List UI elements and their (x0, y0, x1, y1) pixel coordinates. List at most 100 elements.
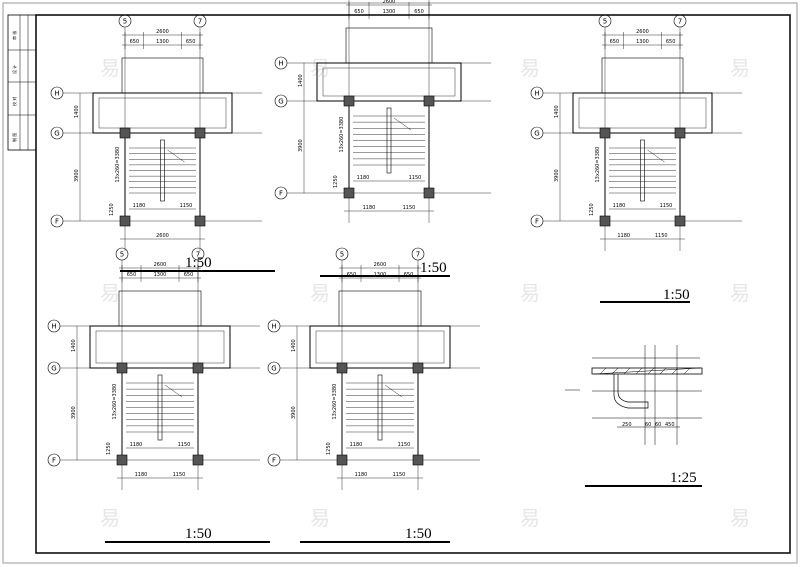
dimension-text: 1150 (393, 472, 406, 478)
dimension-text: 650 (347, 272, 357, 278)
dimension-text: 1250 (589, 203, 595, 216)
axis-bubble (47, 361, 61, 375)
dimension-text: 1180 (350, 442, 363, 448)
axis-label: 7 (196, 251, 200, 259)
dimension-text: 650 (404, 272, 414, 278)
title-block: 审 核 设 计 校 对 制 图 (7, 14, 37, 151)
dimension-text: 1180 (613, 203, 626, 209)
watermark-glyph: 易 (730, 506, 750, 530)
dimension-text: 1150 (178, 442, 191, 448)
dimension-text: 1250 (109, 203, 115, 216)
dimension-text: 1150 (403, 205, 416, 211)
axis-label: G (51, 365, 56, 373)
column-hatch (423, 95, 435, 107)
axis-bubble (530, 214, 544, 228)
column-hatch (116, 454, 128, 466)
stair-plan-2: 57HGF2600650130065013x260=33801180115014… (274, 0, 491, 277)
vestibule-wall (601, 57, 684, 94)
dimension-text: 1150 (655, 233, 668, 239)
handrail (377, 374, 383, 441)
dimension-text: 1150 (409, 175, 422, 181)
watermark-glyph: 易 (520, 281, 540, 305)
break-line (167, 149, 185, 163)
axis-label: 5 (123, 18, 127, 26)
dimension-text: 1180 (363, 205, 376, 211)
scale-label: 1:50 (405, 526, 432, 542)
watermark-glyph: 易 (310, 56, 330, 80)
axis-bubble (274, 94, 288, 108)
dimension-text: 3900 (298, 139, 304, 152)
axis-bubble (191, 247, 205, 261)
axis-bubble (335, 247, 349, 261)
column-hatch (343, 187, 355, 199)
landing-wall (572, 92, 713, 134)
dimension-text: 1250 (106, 442, 112, 455)
column-hatch (599, 215, 611, 227)
stair-note: 13x260=3380 (339, 117, 345, 153)
vestibule-wall (118, 290, 202, 327)
slab-section (591, 367, 703, 375)
axis-bubble (673, 14, 687, 28)
landing-wall (89, 325, 231, 369)
column-hatch (423, 187, 435, 199)
handrail (160, 139, 165, 202)
title-block-row: 校 对 (11, 97, 17, 106)
watermark-glyph: 易 (730, 56, 750, 80)
watermark-glyph: 易 (100, 56, 120, 80)
dimension-text: 650 (354, 9, 364, 15)
column-hatch (336, 362, 348, 374)
detail-dim: 250 (622, 422, 632, 428)
watermark-glyph: 易 (520, 506, 540, 530)
axis-label: F (535, 218, 539, 226)
vestibule-wall (345, 27, 433, 64)
column-hatch (194, 215, 206, 227)
break-line (164, 384, 183, 398)
column-hatch (336, 454, 348, 466)
axis-label: F (55, 218, 59, 226)
axis-label: F (272, 457, 276, 465)
axis-bubble (118, 14, 132, 28)
title-block-row: 制 图 (11, 133, 17, 142)
title-block-row: 审 核 (11, 31, 17, 40)
landing-inner-wall (322, 67, 456, 97)
dimension-text: 1300 (636, 39, 649, 45)
landing-wall (92, 92, 233, 134)
axis-label: 5 (603, 18, 607, 26)
landing-wall (309, 325, 451, 369)
stair-note: 13x260=3380 (112, 384, 118, 420)
dimension-text: 650 (610, 39, 620, 45)
column-hatch (119, 127, 131, 139)
axis-label: F (52, 457, 56, 465)
watermark-glyph: 易 (100, 281, 120, 305)
axis-bubble (530, 126, 544, 140)
dimension-text: 1180 (617, 233, 630, 239)
column-hatch (412, 454, 424, 466)
axis-label: H (278, 60, 283, 68)
column-hatch (192, 454, 204, 466)
axis-label: 5 (120, 251, 124, 259)
watermark-glyph: 易 (520, 56, 540, 80)
dimension-text: 2600 (636, 29, 649, 35)
handrail (157, 374, 163, 441)
watermark-glyph: 易 (310, 506, 330, 530)
dimension-text: 1180 (135, 472, 148, 478)
axis-label: H (271, 323, 276, 331)
axis-bubble (274, 56, 288, 70)
dimension-text: 1300 (154, 272, 167, 278)
scale-label: 1:50 (185, 255, 212, 271)
axis-label: 7 (198, 18, 202, 26)
dimension-text: 650 (130, 39, 140, 45)
axis-bubble (274, 186, 288, 200)
handrail-detail: 250 60 60 450 1:25 (565, 345, 703, 487)
dimension-text: 1180 (130, 442, 143, 448)
axis-label: H (51, 323, 56, 331)
column-hatch (192, 362, 204, 374)
handrail (386, 107, 392, 174)
dimension-text: 1300 (374, 272, 387, 278)
axis-bubble (267, 453, 281, 467)
landing-inner-wall (95, 330, 225, 364)
axis-label: H (54, 90, 59, 98)
